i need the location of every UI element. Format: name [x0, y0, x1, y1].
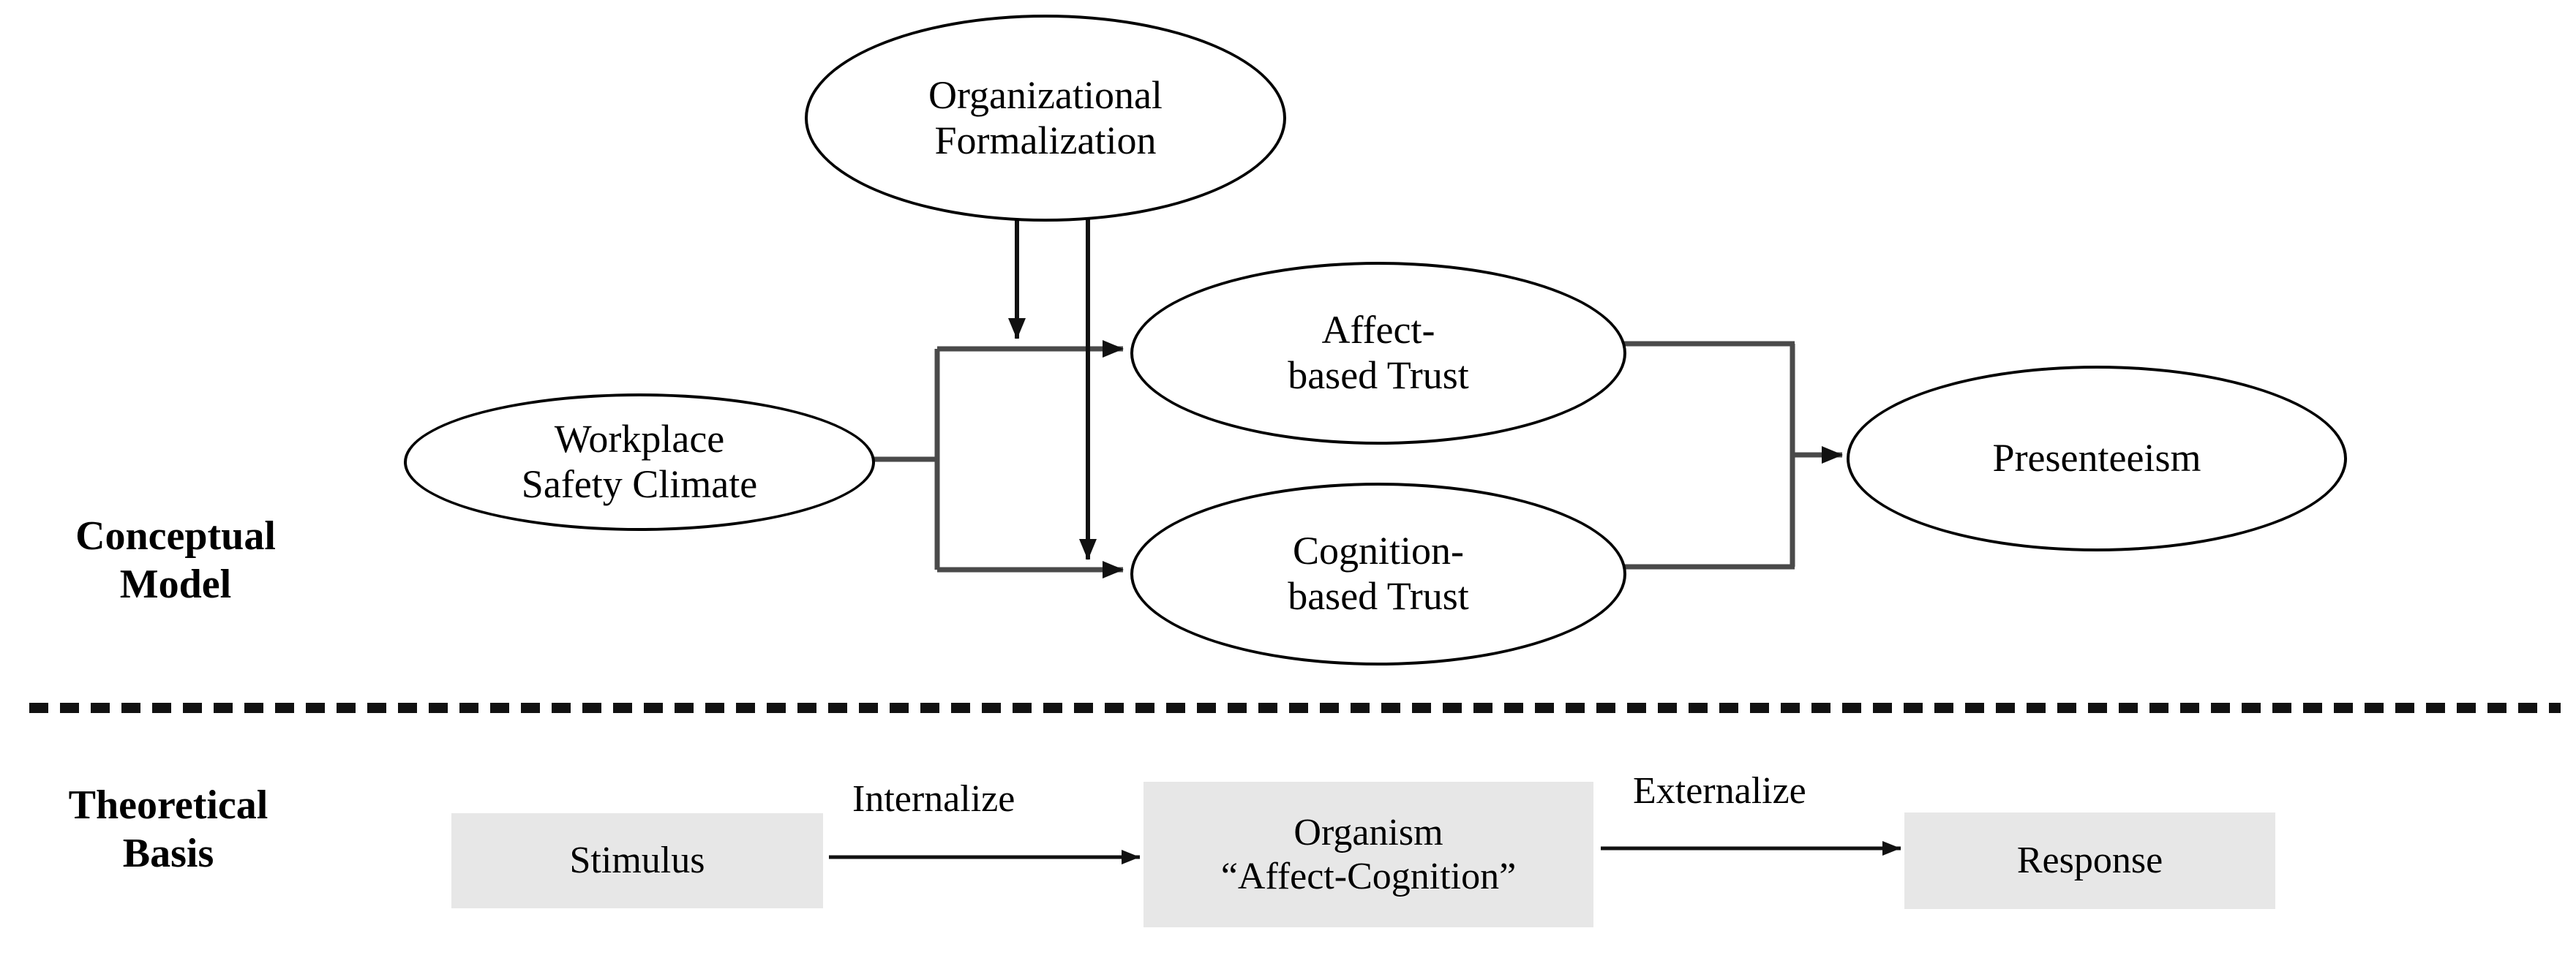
- node-organism[interactable]: Organism “Affect-Cognition”: [1144, 782, 1593, 927]
- node-presenteeism[interactable]: Presenteeism: [1847, 366, 2347, 551]
- node-response-label: Response: [2016, 840, 2163, 882]
- node-stimulus-label: Stimulus: [569, 840, 705, 882]
- edge-label-internalize: Internalize: [852, 778, 1015, 820]
- node-presenteeism-label: Presenteeism: [1992, 436, 2201, 480]
- node-workplace-safety-climate-label: Workplace Safety Climate: [521, 417, 758, 506]
- section-label-theoretical-basis: Theoretical Basis: [68, 783, 269, 877]
- node-stimulus[interactable]: Stimulus: [451, 813, 823, 908]
- node-organizational-formalization-label: Organizational Formalization: [928, 72, 1163, 162]
- node-affect-based-trust-label: Affect- based Trust: [1288, 308, 1469, 397]
- node-affect-based-trust[interactable]: Affect- based Trust: [1130, 262, 1626, 445]
- edge-label-externalize: Externalize: [1633, 770, 1806, 812]
- node-cognition-based-trust-label: Cognition- based Trust: [1288, 529, 1469, 618]
- node-response[interactable]: Response: [1904, 812, 2275, 909]
- node-cognition-based-trust[interactable]: Cognition- based Trust: [1130, 483, 1626, 666]
- node-organizational-formalization[interactable]: Organizational Formalization: [805, 15, 1286, 222]
- section-label-conceptual-model: Conceptual Model: [75, 513, 276, 608]
- node-organism-label: Organism “Affect-Cognition”: [1220, 812, 1517, 897]
- node-workplace-safety-climate[interactable]: Workplace Safety Climate: [404, 393, 875, 531]
